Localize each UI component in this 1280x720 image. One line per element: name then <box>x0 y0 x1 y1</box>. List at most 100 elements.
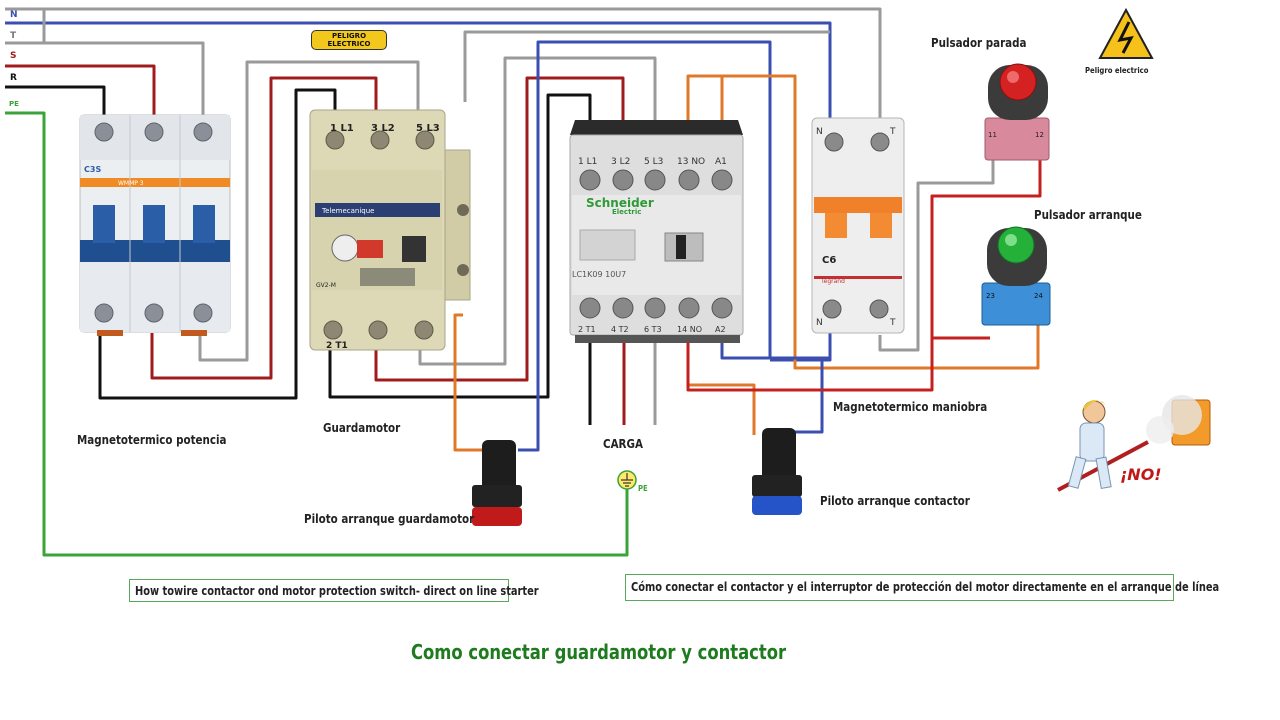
line-pe-label: PE <box>9 100 19 108</box>
start-pushbutton: 23 24 <box>981 226 1051 326</box>
power-breaker: C3S WMMP 3 <box>79 114 231 336</box>
screw <box>414 320 434 340</box>
guard-dial <box>331 234 359 262</box>
english-caption-text: How towire contactor ond motor protectio… <box>135 584 539 598</box>
worker-hair <box>1083 400 1106 410</box>
breaker-s-out <box>150 76 378 380</box>
guard-pilot-blue <box>518 40 772 452</box>
mcb-red-line <box>814 276 902 279</box>
guard-label-strip <box>315 203 440 217</box>
contactor-slot <box>579 229 636 261</box>
line-r-label: R <box>10 73 17 83</box>
lamp-lens <box>472 507 522 526</box>
load-label: CARGA <box>603 437 643 451</box>
stop-cap <box>999 63 1037 101</box>
mcb-toggle-handle <box>870 213 892 238</box>
guard-pilot-orange <box>453 313 486 452</box>
stop-cap-shine <box>1007 71 1019 83</box>
pilot-guardamotor-label: Piloto arranque guardamotor <box>304 512 475 526</box>
guard-brand: Telemecanique <box>321 207 374 215</box>
worker-leg <box>1067 456 1087 489</box>
mcb-body <box>811 117 905 334</box>
aux-screw <box>457 264 469 276</box>
control-mcb: N T N T C6 legrand <box>811 117 905 334</box>
guard-window <box>360 268 415 286</box>
screw <box>711 169 733 191</box>
contactor-terminal-label: 14 NO <box>677 325 702 334</box>
breaker-blue-band <box>80 240 230 262</box>
lamp-body <box>762 428 796 483</box>
screw <box>870 132 890 152</box>
guard-t-out <box>418 56 657 366</box>
screw <box>368 320 388 340</box>
contactor-terminal-label: A1 <box>715 157 727 167</box>
ground-symbol <box>617 470 637 490</box>
mcb-terminal-label: N <box>816 127 823 137</box>
worker-warning-illustration: ¡NO! <box>1057 395 1211 492</box>
guard-stop-button <box>357 240 383 258</box>
lamp-base <box>472 485 522 507</box>
lamp-lens <box>752 496 802 515</box>
screw <box>193 122 213 142</box>
r-phase-wire <box>5 85 106 120</box>
guard-start-knob <box>402 236 426 262</box>
breaker-bottom-bar <box>181 330 207 336</box>
spanish-caption: Cómo conectar el contactor y el interrup… <box>625 574 1219 601</box>
mcb-to-stop-grey <box>878 158 995 352</box>
stop-button-label: Pulsador parada <box>931 36 1027 50</box>
screw <box>644 169 666 191</box>
stop-pushbutton: 11 12 <box>984 63 1050 161</box>
breaker-bottom-bar <box>97 330 123 336</box>
guard-s-out <box>374 76 625 382</box>
start-contact-label: 24 <box>1034 292 1043 300</box>
mcb-terminal-label: T <box>889 127 896 137</box>
power-breaker-label: Magnetotermico potencia <box>77 433 227 447</box>
screw <box>193 303 213 323</box>
screw <box>579 297 601 319</box>
hazard-bolt <box>1117 21 1134 54</box>
stop-contact-label: 12 <box>1035 131 1044 139</box>
guard-r-out <box>328 93 592 399</box>
guardamotor-label: Guardamotor <box>323 421 401 435</box>
guard-terminal-label: 3 L2 <box>371 123 395 134</box>
mcb-terminal-label: N <box>816 318 823 328</box>
screw <box>678 297 700 319</box>
guard-aux-wire <box>463 30 830 102</box>
screw <box>612 169 634 191</box>
screw <box>824 132 844 152</box>
contactor-brand: Schneider <box>586 196 654 210</box>
screw <box>325 130 345 150</box>
screw <box>612 297 634 319</box>
contactor-window-bar <box>676 235 686 259</box>
contactor-brand-sub: Electric <box>612 208 641 216</box>
control-red-loop <box>686 338 934 392</box>
aux-screw <box>457 204 469 216</box>
guard-terminal-label: 5 L3 <box>416 123 440 134</box>
lamp-body <box>482 440 516 495</box>
breaker-t-out <box>198 60 420 362</box>
spark-cloud <box>1146 416 1174 444</box>
start-cap <box>997 226 1035 264</box>
mcb-toggle-handle <box>825 213 847 238</box>
wires <box>5 7 1042 557</box>
contactor-terminal-label: 3 L2 <box>611 157 630 167</box>
guard-model: GV2-M <box>316 282 336 289</box>
contactor-terminal-label: 6 T3 <box>644 325 662 334</box>
pilot-contactor-label: Piloto arranque contactor <box>820 494 970 508</box>
guard-side <box>444 149 471 301</box>
worker-body <box>1079 422 1105 462</box>
breaker-toggle <box>193 205 215 243</box>
contactor-model: LC1K09 10U7 <box>572 270 626 279</box>
mcb-brand: legrand <box>822 278 845 285</box>
breaker-toggle <box>143 205 165 243</box>
stop-contact-label: 11 <box>988 131 997 139</box>
t-bus <box>5 41 205 120</box>
guardamotor-device: 1 L1 3 L2 5 L3 2 T1 Telemecanique GV2-M <box>309 109 471 351</box>
breaker-toggle <box>93 205 115 243</box>
s-phase-wire <box>5 64 156 120</box>
contactor-terminal-label: 1 L1 <box>578 157 597 167</box>
contactor-terminal-label: A2 <box>715 325 726 334</box>
contactor-terminal-label: 5 L3 <box>644 157 663 167</box>
screw <box>94 122 114 142</box>
